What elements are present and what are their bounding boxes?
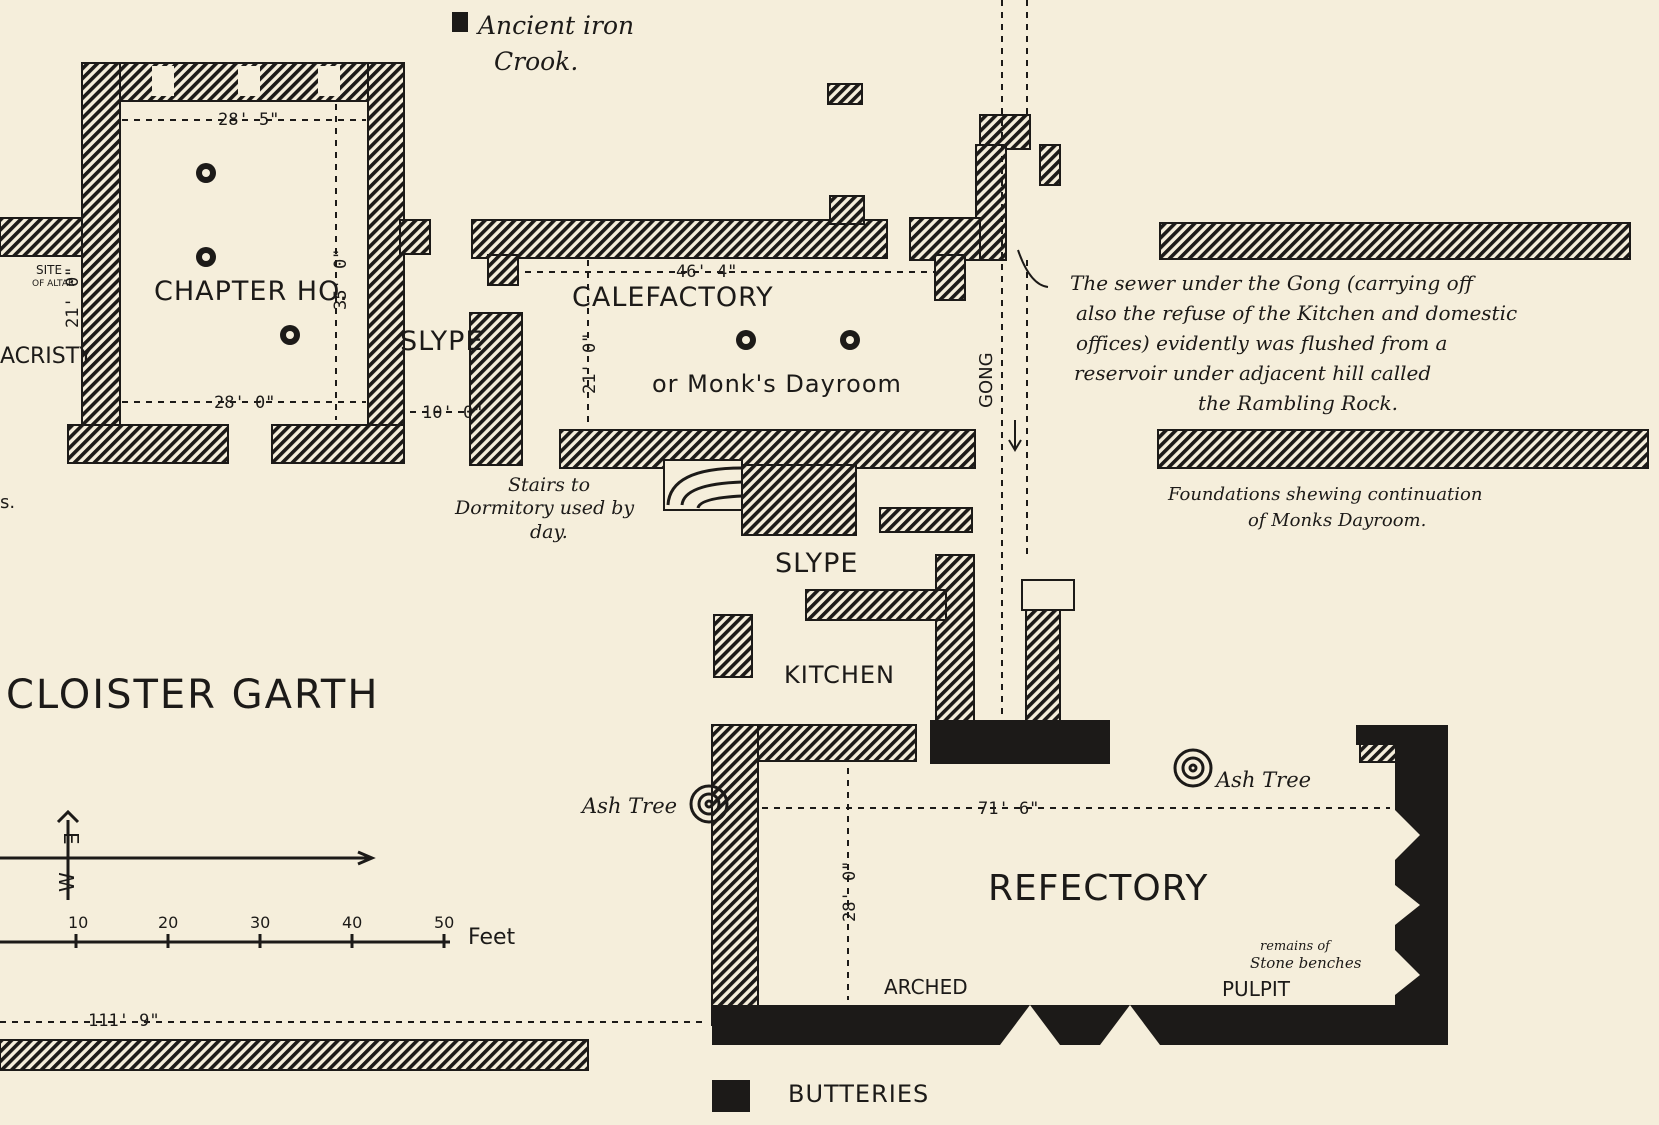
dim-chapter-side: 35' 0" [331, 249, 351, 310]
monks-dayroom-label: or Monk's Dayroom [652, 370, 902, 398]
foundations-note: Foundations shewing continuation of Monk… [1167, 484, 1482, 531]
scale-tick-10: 10 [68, 913, 88, 932]
compass-icon [0, 809, 376, 900]
stairs-label-line1: Stairs to [508, 474, 590, 496]
compass-west-label: W [55, 872, 79, 892]
gong-label: GONG [976, 352, 997, 408]
sacristy-label: ACRISTY [0, 344, 93, 369]
ash-tree-icon-left [689, 784, 729, 824]
ash-tree-icon-right [1173, 748, 1213, 788]
window-openings [152, 66, 340, 96]
gong-walls [805, 83, 1075, 726]
kitchen-walls [713, 614, 917, 762]
buttress-notches [1000, 810, 1420, 1045]
scale-tick-40: 40 [342, 913, 362, 932]
ash-tree-left-label: Ash Tree [580, 794, 677, 818]
dim-chapter-bottom: 28' 0" [214, 393, 275, 413]
scale-tick-20: 20 [158, 913, 178, 932]
cloister-garth-label: CLOISTER GARTH [6, 672, 379, 718]
dim-cloister-length: 111' 9" [88, 1011, 160, 1031]
crook-label-line1: Ancient iron [476, 11, 634, 40]
sewer-pointer [1017, 249, 1049, 288]
dim-calefactory-depth: 21' 0" [580, 333, 600, 394]
stairs-label-line3: day. [530, 521, 568, 543]
sewer-note-line4: reservoir under adjacent hill called [1074, 361, 1431, 385]
refectory-label: REFECTORY [988, 868, 1208, 909]
site-of-altar-label-line1: SITE [36, 263, 62, 277]
stone-benches-label-line1: remains of [1260, 939, 1332, 954]
compass-east-label: E [59, 832, 83, 845]
sewer-note-line5: the Rambling Rock. [1198, 391, 1398, 415]
cloister-wall [0, 1039, 589, 1071]
arched-label: ARCHED [884, 975, 968, 999]
dim-chapter-top: 28' 5" [218, 110, 279, 130]
dim-calefactory-width: 46' 4" [676, 262, 737, 282]
scale-bar [0, 934, 450, 948]
pillar-icons [196, 163, 860, 350]
dim-refectory-depth: 28' 0" [840, 861, 860, 922]
refectory-solid-walls [712, 720, 1448, 1112]
sewer-note-line3: offices) evidently was flushed from a [1076, 331, 1447, 355]
scale-unit-label: Feet [468, 925, 516, 950]
sewer-note: The sewer under the Gong (carrying off a… [1070, 271, 1517, 415]
edge-fragment-label: s. [0, 492, 15, 513]
stairs-label-line2: Dormitory used by [454, 497, 634, 519]
ash-tree-right-label: Ash Tree [1214, 768, 1311, 792]
pulpit-label: PULPIT [1222, 977, 1291, 1001]
butteries-label: BUTTERIES [788, 1080, 929, 1108]
gong-flow-arrow [1008, 420, 1022, 452]
chapter-house-walls [0, 62, 431, 464]
foundations-note-line2: of Monks Dayroom. [1248, 510, 1426, 531]
kitchen-label: KITCHEN [784, 661, 895, 689]
crook-marker [452, 12, 468, 32]
calefactory-label: CALEFACTORY [572, 282, 774, 313]
dim-sacristy-side: 21' 0" [63, 267, 83, 328]
chapter-house-label: CHAPTER HO. [154, 276, 349, 307]
dim-refectory-width: 71' 6" [978, 799, 1039, 819]
stair-arcs [666, 466, 743, 509]
slype-upper-label: SLYPE [400, 326, 483, 357]
dim-slype-width: 10' 0" [422, 403, 483, 423]
dimension-lines [0, 0, 1390, 1023]
site-of-altar-label-line2: OF ALTAR [32, 279, 74, 289]
slype-lower-label: SLYPE [775, 548, 858, 579]
stone-benches-label-line2: Stone benches [1250, 954, 1362, 972]
foundations-note-line1: Foundations shewing continuation [1167, 484, 1482, 505]
sewer-note-line2: also the refuse of the Kitchen and domes… [1076, 301, 1517, 325]
crook-label-line2: Crook. [494, 47, 578, 76]
scale-tick-50: 50 [434, 913, 454, 932]
sewer-note-line1: The sewer under the Gong (carrying off [1070, 271, 1477, 295]
scale-tick-30: 30 [250, 913, 270, 932]
